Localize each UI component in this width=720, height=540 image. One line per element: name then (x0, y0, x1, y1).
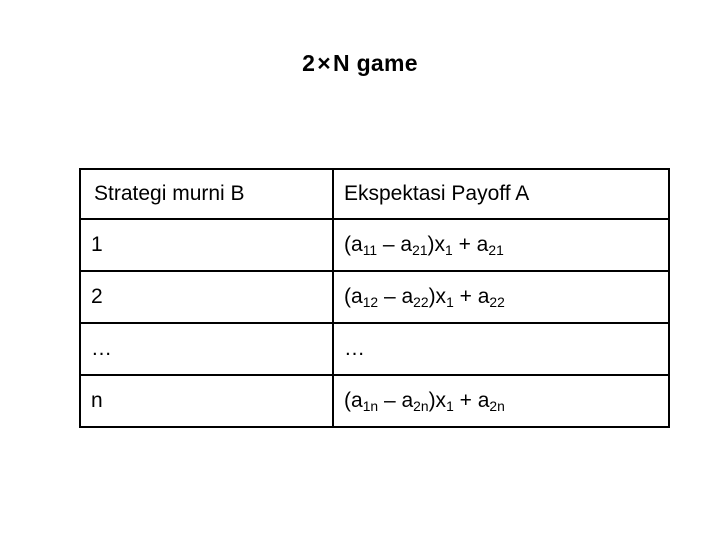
payoff-close: )x (427, 233, 446, 257)
payoff-close: )x (428, 389, 447, 413)
cell-payoff: … (332, 322, 670, 376)
cell-strategy: … (79, 322, 334, 376)
payoff-sub-4: 21 (488, 242, 504, 259)
payoff-open: (a (344, 389, 363, 413)
payoff-sub-2: 21 (412, 242, 428, 259)
table-header-row: Strategi murni B Ekspektasi Payoff A (79, 168, 670, 220)
title-suffix: N game (332, 50, 418, 76)
payoff-sub-1: 12 (362, 294, 379, 311)
cell-strategy: n (79, 374, 334, 428)
payoff-sub-1: 11 (362, 242, 378, 259)
payoff-open: (a (344, 233, 363, 257)
column-header-strategy: Strategi murni B (79, 168, 334, 220)
cell-payoff: (a12 – a22)x1 + a22 (332, 270, 670, 324)
page-title: 2×N game (0, 50, 720, 77)
payoff-open: (a (344, 285, 363, 309)
table-row: … … (79, 322, 670, 376)
payoff-sub-4: 22 (489, 294, 505, 311)
payoff-minus: – a (378, 285, 414, 309)
payoff-plus: + a (453, 285, 490, 309)
title-prefix: 2 (302, 50, 316, 76)
payoff-plus: + a (453, 389, 490, 413)
payoff-close: )x (428, 285, 447, 309)
payoff-sub-3: 1 (446, 294, 454, 311)
cell-payoff: (a1n – a2n)x1 + a2n (332, 374, 670, 428)
cell-strategy: 2 (79, 270, 334, 324)
payoff-sub-4: 2n (489, 398, 505, 415)
table-row: 1 (a11 – a21)x1 + a21 (79, 218, 670, 272)
payoff-sub-2: 22 (413, 294, 429, 311)
payoff-sub-2: 2n (413, 398, 429, 415)
cell-strategy: 1 (79, 218, 334, 272)
table-row: n (a1n – a2n)x1 + a2n (79, 374, 670, 428)
cell-payoff: (a11 – a21)x1 + a21 (332, 218, 670, 272)
payoff-sub-1: 1n (362, 398, 379, 415)
payoff-table: Strategi murni B Ekspektasi Payoff A 1 (… (79, 168, 670, 428)
payoff-sub-3: 1 (445, 242, 453, 259)
column-header-payoff: Ekspektasi Payoff A (332, 168, 670, 220)
payoff-minus: – a (377, 233, 413, 257)
payoff-minus: – a (378, 389, 414, 413)
payoff-plus: + a (452, 233, 489, 257)
multiplication-sign-icon: × (317, 50, 331, 76)
payoff-sub-3: 1 (446, 398, 454, 415)
table-row: 2 (a12 – a22)x1 + a22 (79, 270, 670, 324)
